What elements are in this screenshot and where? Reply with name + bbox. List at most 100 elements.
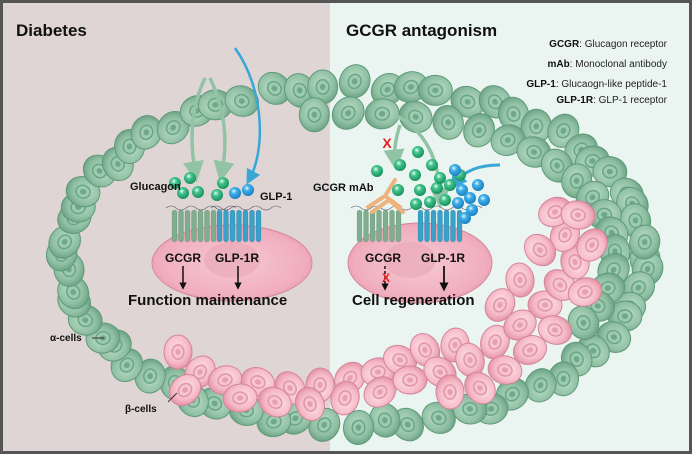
gcgr-label: GCGR [365, 251, 401, 265]
beta-cell [505, 262, 535, 298]
gcgr-receptor [165, 205, 237, 243]
abbreviation-legend: GCGR: Glucagon receptor mAb: Monoclonal … [526, 39, 667, 106]
beta-cell [480, 324, 510, 360]
glp1-molecule [242, 184, 254, 196]
beta-cell [523, 233, 557, 267]
glucagon-molecule [410, 198, 422, 210]
beta-cell [363, 376, 397, 408]
alpha-cell [629, 224, 661, 260]
alpha-cell [421, 401, 456, 434]
glp1-molecule [472, 179, 484, 191]
glp1-molecule [452, 197, 464, 209]
legend-item-glp1: GLP-1: Glucaogn-like peptide-1 [526, 79, 667, 90]
glucagon-molecule [192, 186, 204, 198]
glucagon-molecule [431, 182, 443, 194]
glucagon-molecule [394, 159, 406, 171]
beta-cell [222, 383, 258, 413]
beta-cell [435, 374, 465, 410]
alpha-cells-label: α-cells [50, 333, 82, 344]
glucagon-molecule [434, 172, 446, 184]
glucagon-arrow-1 [183, 77, 207, 183]
beta-cell [512, 335, 548, 365]
beta-cell [487, 355, 523, 385]
beta-cell [567, 277, 603, 307]
beta-cell [163, 334, 193, 370]
glp1r-receptor [411, 205, 483, 243]
glp1-molecule [229, 187, 241, 199]
nucleus [204, 242, 260, 278]
beta-cell [560, 200, 596, 230]
glucagon-molecule [217, 177, 229, 189]
beta-cell [168, 374, 202, 406]
glucagon-molecule [412, 146, 424, 158]
block-mark-gcgr-signal: X [382, 271, 390, 285]
gcgr-monoclonal-antibody [366, 178, 405, 214]
alpha-cell [283, 73, 316, 108]
outcome-cell-regeneration: Cell regeneration [352, 292, 475, 309]
nucleus [384, 242, 436, 278]
glucagon-arrow-blocked [383, 124, 405, 171]
glucagon-molecule [444, 179, 456, 191]
glp1-molecule [478, 194, 490, 206]
glucagon-molecule [414, 184, 426, 196]
beta-cell [392, 365, 428, 395]
glucagon-molecule [424, 196, 436, 208]
alpha-cell [114, 129, 146, 164]
panel-title-diabetes: Diabetes [16, 21, 87, 40]
alpha-cell [417, 74, 453, 106]
beta-cell [464, 371, 496, 405]
alpha-cell [592, 156, 628, 188]
ligands-right [371, 146, 490, 224]
glp1-molecule [459, 212, 471, 224]
beta-cell [295, 386, 325, 422]
legend-item-mab: mAb: Monoclonal antibody [547, 59, 667, 70]
alpha-cell [338, 64, 371, 99]
left-beta-cell-schematic: Glucagon GLP-1 GCGR GLP-1R Function main… [128, 47, 313, 309]
glucagon-molecule [177, 187, 189, 199]
alpha-cell [331, 96, 365, 130]
alpha-cell [497, 96, 530, 132]
alpha-cell [450, 85, 485, 118]
glucagon-molecule [371, 165, 383, 177]
alpha-cell [524, 368, 557, 403]
alpha-cell [130, 115, 163, 150]
alpha-cell [134, 358, 166, 394]
ligands-left [169, 172, 254, 201]
glp1-arrow [233, 47, 262, 185]
glucagon-molecule [184, 172, 196, 184]
glp1r-label: GLP-1R [421, 251, 465, 265]
alpha-cell [298, 97, 330, 133]
glucagon-molecule [392, 184, 404, 196]
beta-cell [576, 228, 608, 262]
beta-cell [455, 342, 485, 378]
beta-cells-label: β-cells [125, 404, 157, 415]
beta-cell [484, 288, 516, 322]
block-mark-glucagon: X [382, 135, 392, 151]
alpha-cell [432, 105, 464, 140]
panel-title-gcgr-antagonism: GCGR antagonism [346, 21, 497, 40]
beta-cell [503, 309, 537, 341]
glp1-molecule [466, 204, 478, 216]
alpha-cell [520, 108, 552, 144]
beta-cell [330, 380, 360, 416]
alpha-cell [567, 305, 600, 340]
gcgr-receptor [350, 205, 422, 243]
glucagon-label: Glucagon [130, 181, 181, 193]
glucagon-molecule [169, 177, 181, 189]
glp1r-label: GLP-1R [215, 251, 259, 265]
alpha-cell [463, 113, 495, 148]
glucagon-molecule [409, 169, 421, 181]
right-beta-cell-schematic: X GCGR mAb GCGR GLP-1R X Cell regenerati… [313, 113, 501, 309]
legend-item-gcgr: GCGR: Glucagon receptor [549, 39, 667, 50]
beta-cell [537, 315, 573, 345]
glp1-molecule [456, 184, 468, 196]
glp1r-receptor [210, 205, 282, 243]
glucagon-molecule [426, 159, 438, 171]
gcgr-mab-label: GCGR mAb [313, 182, 374, 194]
alpha-cell [342, 410, 375, 445]
alpha-cell [364, 98, 400, 130]
alpha-cell [490, 124, 526, 156]
glp1-molecule [449, 164, 461, 176]
